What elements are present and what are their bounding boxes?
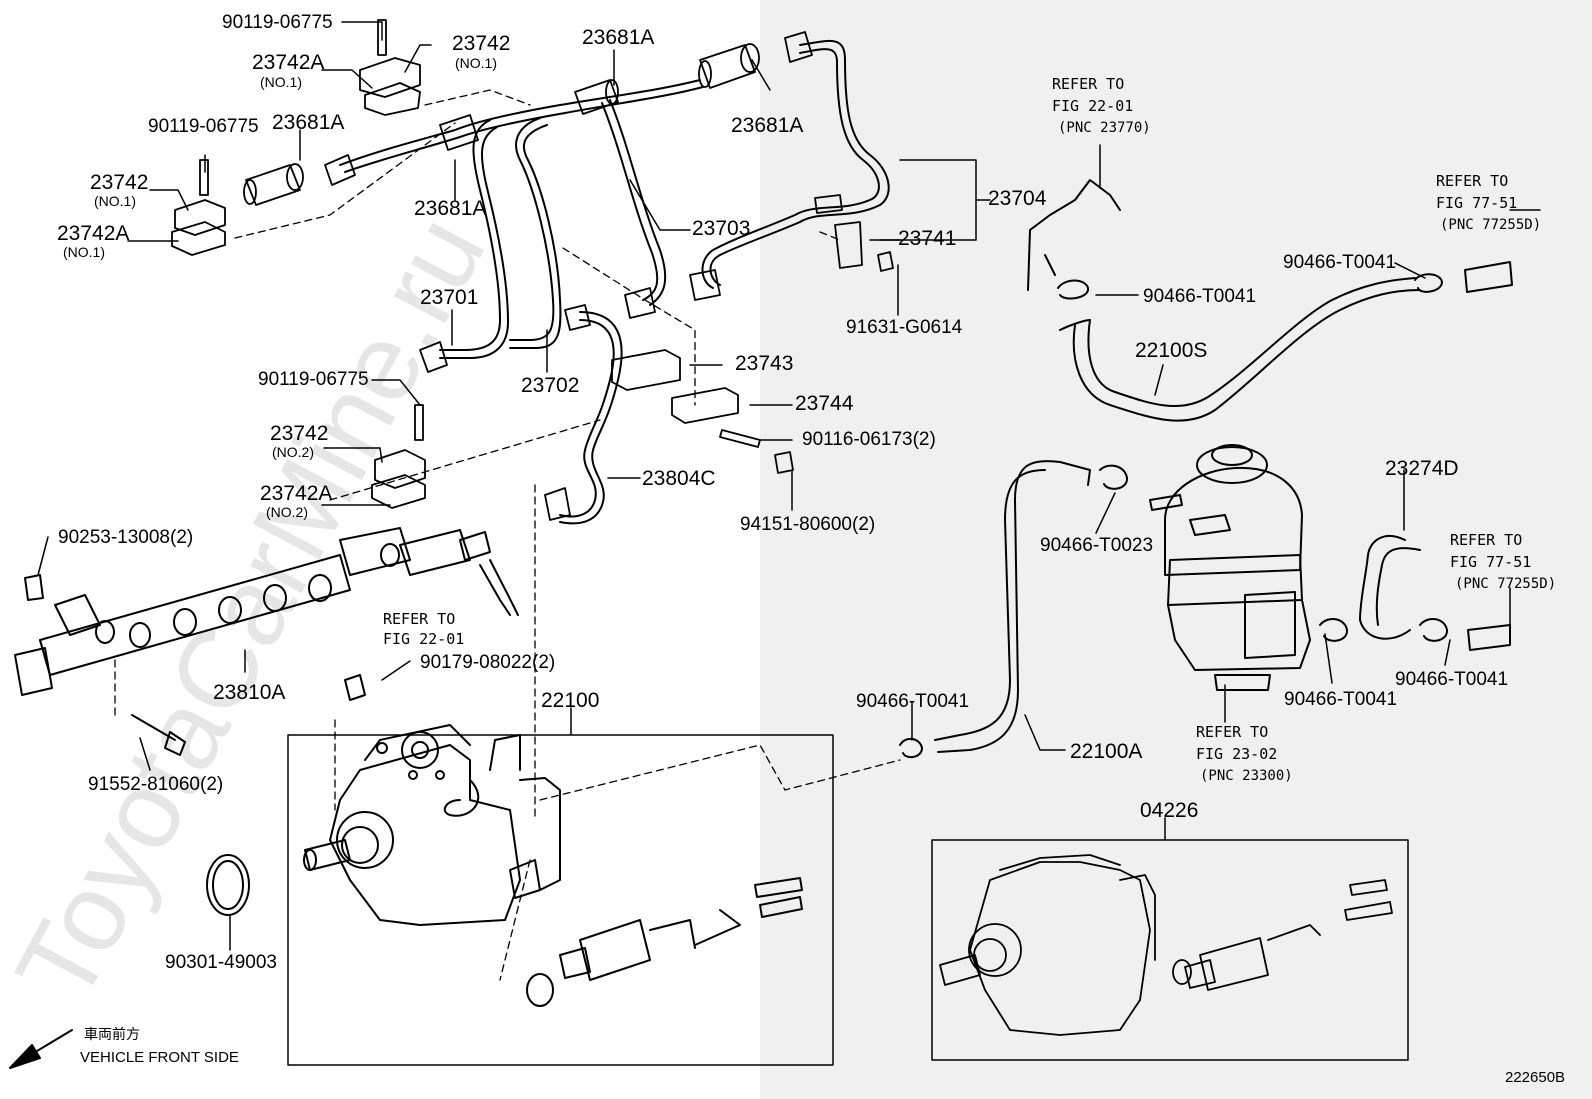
label-04226: 04226 [1140,799,1199,822]
label-90119-06775-mid: 90119-06775 [148,116,259,137]
label-fig-77-51-a: FIG 77-51 [1436,194,1518,212]
label-fig-22-01-a: FIG 22-01 [383,630,465,648]
label-23741: 23741 [898,227,957,250]
label-90119-06775-top: 90119-06775 [222,12,333,33]
label-23681A-top: 23681A [582,26,655,49]
label-refer-to-22-01-b: REFER TO [1052,75,1125,93]
label-23702: 23702 [521,374,580,397]
label-23810A: 23810A [213,681,286,704]
label-23701: 23701 [420,286,479,309]
label-23703: 23703 [692,217,751,240]
leader-lines [37,21,1541,1066]
label-91631-G0614: 91631-G0614 [846,317,963,338]
label-90466-T0023: 90466-T0023 [1040,535,1154,556]
shaded-region [760,0,1592,1099]
label-refer-to-77-51-b: REFER TO [1450,531,1523,549]
fuel-filter [1149,444,1311,691]
label-90253-13008: 90253-13008(2) [58,527,194,548]
label-23744: 23744 [795,392,854,415]
label-23742A-top: 23742A [252,51,325,74]
label-pnc-23770: (PNC 23770) [1058,120,1151,136]
figure-number: 222650B [1505,1069,1566,1086]
dashed-lines [114,89,901,981]
label-fig-23-02: FIG 23-02 [1196,745,1278,763]
label-90119-06775-low: 90119-06775 [258,369,369,390]
label-pnc-77255D-b: (PNC 77255D) [1455,576,1557,592]
label-90466-T0041-e: 90466-T0041 [1284,689,1398,710]
label-23681A-mid: 23681A [414,197,487,220]
common-rail [14,527,519,756]
fuel-hoses [899,179,1513,759]
label-23742A-top-no: (NO.1) [260,74,302,90]
label-fig-22-01-b: FIG 22-01 [1052,97,1134,115]
injection-pipes [339,39,890,525]
label-91552-81060: 91552-81060(2) [88,774,224,795]
label-90301-49003: 90301-49003 [165,952,277,973]
label-refer-to-23-02: REFER TO [1196,723,1269,741]
label-23742A-left-no: (NO.1) [63,244,105,260]
label-23804C: 23804C [642,467,716,490]
label-90466-T0041-f: 90466-T0041 [856,691,970,712]
label-22100S: 22100S [1135,339,1208,362]
label-23274D: 23274D [1385,457,1459,480]
label-front-jp: 車両前方 [84,1026,140,1042]
label-90179-08022: 90179-08022(2) [420,652,556,673]
label-90116-06173: 90116-06173(2) [802,429,936,450]
label-23742-left-no: (NO.1) [94,193,136,209]
pipe-fittings [243,31,843,521]
label-23743: 23743 [735,352,794,375]
label-vehicle-front-side: VEHICLE FRONT SIDE [80,1049,239,1066]
label-90466-T0041-d: 90466-T0041 [1395,669,1509,690]
label-23704: 23704 [988,187,1047,210]
label-23742-low-no: (NO.2) [272,444,314,460]
supply-pump-04226 [939,854,1393,1036]
label-pnc-23300: (PNC 23300) [1200,768,1293,784]
label-90466-T0041-a: 90466-T0041 [1143,286,1257,307]
label-94151-80600: 94151-80600(2) [740,514,876,535]
label-23742-left: 23742 [90,171,149,194]
label-23742A-left: 23742A [57,222,130,245]
label-23742-top: 23742 [452,32,511,55]
label-90466-T0041-b: 90466-T0041 [1283,252,1397,273]
label-refer-to-77-51-a: REFER TO [1436,172,1509,190]
o-ring [206,854,250,916]
label-22100A: 22100A [1070,740,1143,763]
supply-pump [303,724,803,1007]
label-23681A-left: 23681A [272,111,345,134]
o-ring-inner [212,860,244,910]
label-refer-to-22-01-a: REFER TO [383,610,456,628]
label-22100: 22100 [541,689,600,712]
label-pnc-77255D-a: (PNC 77255D) [1440,217,1542,233]
label-23742-low: 23742 [270,422,329,445]
vehicle-front-arrow [9,1029,73,1069]
label-23742A-low: 23742A [260,482,333,505]
label-23681A-right: 23681A [731,114,804,137]
clamps [171,19,894,509]
label-fig-77-51-b: FIG 77-51 [1450,553,1532,571]
label-23742-top-no: (NO.1) [455,55,497,71]
label-23742A-low-no: (NO.2) [266,504,308,520]
